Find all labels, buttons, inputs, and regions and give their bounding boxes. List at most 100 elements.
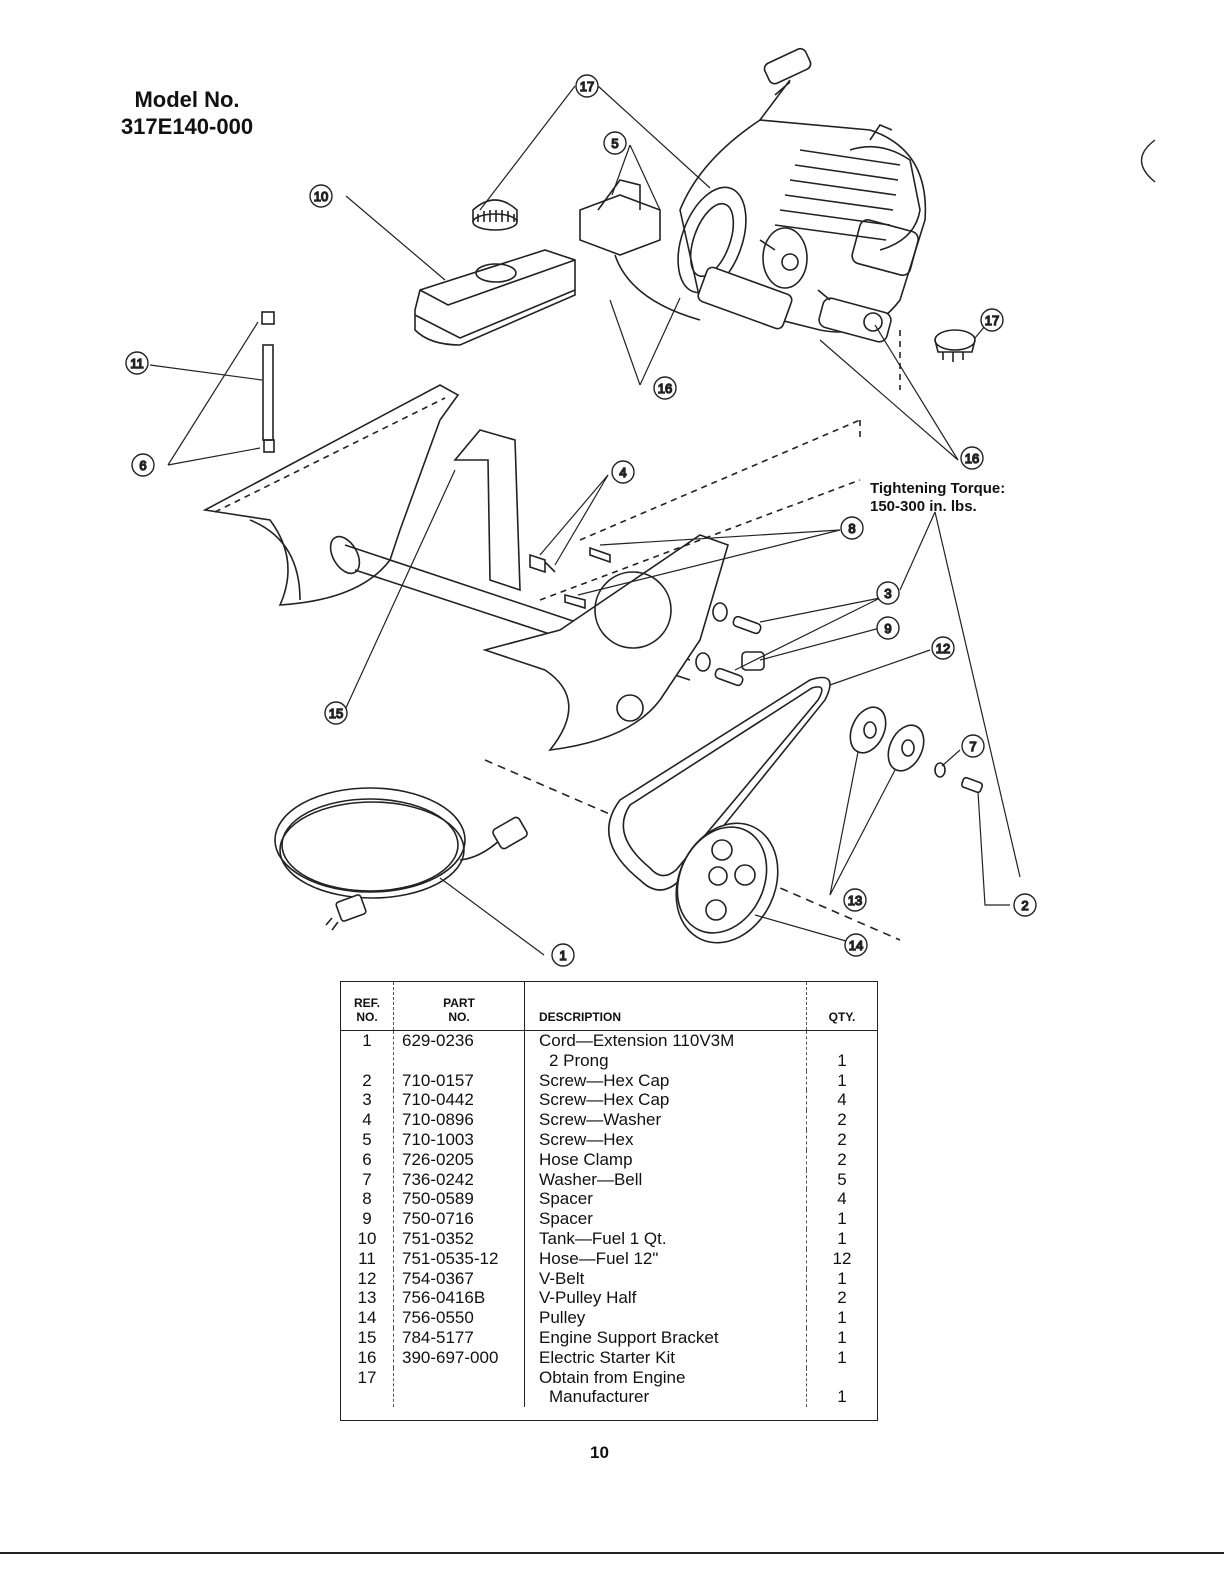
part-number-cell: 750-0589 [393,1189,525,1210]
callout-10: 10 [309,184,333,208]
qty-cell: 4 [807,1189,878,1209]
footer-rule [0,1552,1224,1554]
callout-11: 11 [125,351,149,375]
description-cell: Spacer [524,1209,807,1229]
callout-16-right: 16 [960,446,984,470]
callout-13: 13 [843,888,867,912]
model-heading: Model No. 317E140-000 [112,86,262,140]
qty-cell: 1 [807,1328,878,1348]
description-text: Tank—Fuel 1 Qt. [539,1228,667,1248]
ref-cell: 17 [341,1367,394,1408]
svg-text:17: 17 [580,79,594,94]
ref-cell: 8 [341,1189,394,1210]
callout-14: 14 [844,933,868,957]
ref-cell: 7 [341,1169,394,1190]
part-number-cell: 710-0157 [393,1070,525,1091]
callout-17-top: 17 [575,74,599,98]
ref-cell: 14 [341,1308,394,1328]
qty-value: 1 [837,1268,847,1288]
svg-text:12: 12 [936,641,950,656]
callout-5: 5 [603,131,627,155]
description-text: Spacer [539,1209,593,1229]
start-button-illustration [934,329,976,362]
ref-cell: 12 [341,1268,394,1289]
leader-lines [149,85,1021,956]
description-cell: Washer—Bell [524,1169,807,1190]
qty-cell: 5 [807,1170,878,1190]
qty-value: 4 [837,1090,847,1110]
description-text: Engine Support Bracket [539,1327,719,1347]
ref-cell: 13 [341,1288,394,1309]
part-number-cell: 710-0442 [393,1090,525,1111]
qty-value: 1 [837,1387,847,1407]
callout-12: 12 [931,636,955,660]
fuel-tank-illustration [414,249,576,346]
ref-cell: 5 [341,1129,394,1150]
svg-text:14: 14 [849,938,863,953]
part-number-cell: 390-697-000 [393,1347,525,1368]
svg-text:16: 16 [965,451,979,466]
description-text: Washer—Bell [539,1169,643,1189]
ref-cell: 9 [341,1209,394,1229]
description-cell: Screw—Hex Cap [524,1090,807,1111]
qty-value: 1 [837,1209,847,1229]
callout-9: 9 [876,616,900,640]
description-cell: V-Pulley Half [524,1288,807,1309]
qty-value: 2 [837,1288,847,1308]
qty-cell: 1 [807,1368,878,1408]
ref-cell: 1 [341,1030,394,1071]
v-belt-illustration [607,676,831,891]
exploded-parts-diagram: 1 2 3 4 5 6 7 8 9 10 11 12 13 14 15 16 1… [125,47,1156,967]
description-cell: V-Belt [524,1268,807,1289]
qty-value: 4 [837,1189,847,1209]
svg-text:1: 1 [559,948,566,963]
qty-cell: 1 [807,1031,878,1071]
description-text: Obtain from Engine [539,1367,686,1387]
callout-16-lower: 16 [653,376,677,400]
qty-value: 1 [837,1347,847,1367]
description-cell: Spacer [524,1189,807,1210]
svg-text:7: 7 [969,739,976,754]
description-text: Electric Starter Kit [539,1347,676,1367]
callout-3: 3 [876,581,900,605]
extension-cord-illustration [274,787,528,931]
ref-cell: 2 [341,1070,394,1091]
callout-17-right: 17 [980,308,1004,332]
svg-text:6: 6 [139,458,146,473]
qty-value: 2 [837,1110,847,1130]
hardware-illustration [529,553,765,687]
callout-15: 15 [324,701,348,725]
description-text: Hose Clamp [539,1149,633,1169]
ref-cell: 6 [341,1149,394,1170]
col-ref-header: REF.NO. [341,982,394,1031]
part-number-cell: 736-0242 [393,1169,525,1190]
engine-illustration [677,47,927,390]
description-cell: Hose—Fuel 12" [524,1248,807,1269]
part-number-cell: 756-0416B [393,1288,525,1309]
ref-cell: 10 [341,1228,394,1249]
qty-cell: 1 [807,1348,878,1368]
description-text: Screw—Hex [539,1129,634,1149]
part-number-cell: 756-0550 [393,1308,525,1328]
description-text: Screw—Washer [539,1110,662,1130]
svg-text:16: 16 [658,381,672,396]
fuel-hose-illustration [261,311,275,453]
description-cell: Pulley [524,1308,807,1328]
description-cell: Hose Clamp [524,1149,807,1170]
description-text: Hose—Fuel 12" [539,1248,659,1268]
qty-value: 2 [837,1149,847,1169]
